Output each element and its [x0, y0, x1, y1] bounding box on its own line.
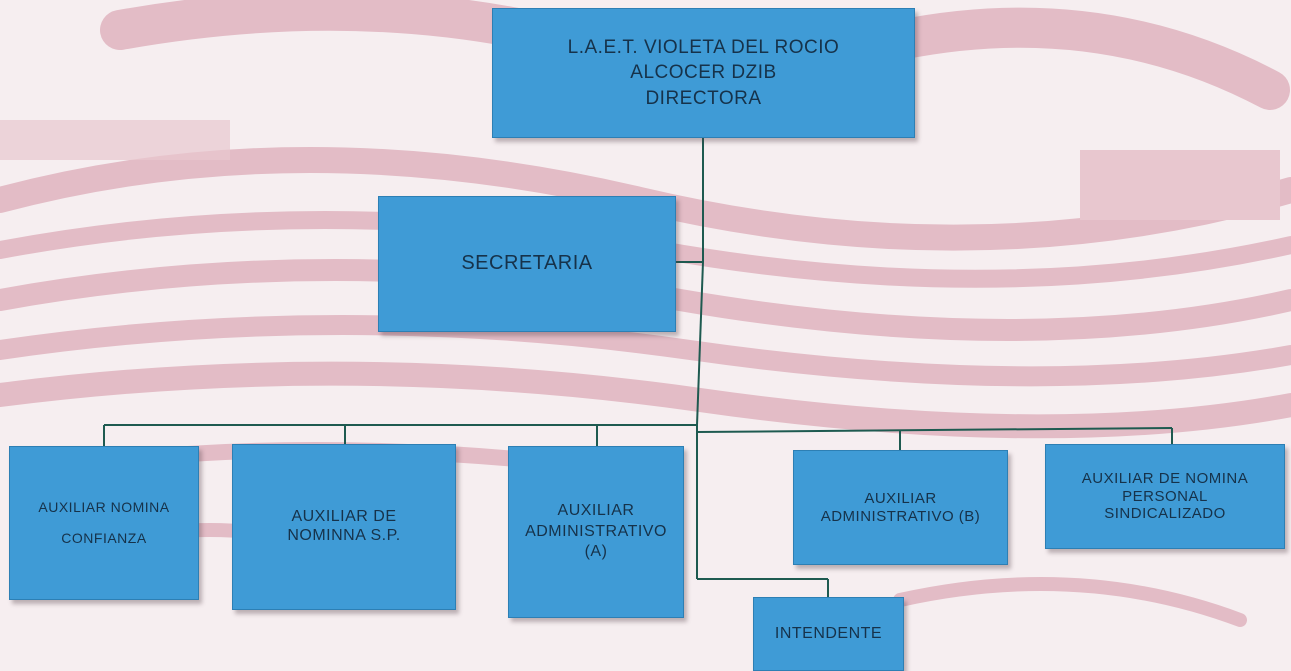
node-auxiliar-administrativo-b-label: AUXILIAR ADMINISTRATIVO (B) — [820, 489, 981, 525]
node-auxiliar-nomina-confianza: AUXILIAR NOMINA CONFIANZA — [9, 446, 199, 600]
node-directora: L.A.E.T. VIOLETA DEL ROCIO ALCOCER DZIB … — [492, 8, 915, 138]
node-directora-label: L.A.E.T. VIOLETA DEL ROCIO ALCOCER DZIB … — [567, 36, 840, 109]
node-auxiliar-nominna-sp-label: AUXILIAR DE NOMINNA S.P. — [287, 508, 401, 544]
node-auxiliar-nomina-sindicalizado: AUXILIAR DE NOMINA PERSONAL SINDICALIZAD… — [1045, 444, 1285, 549]
node-auxiliar-administrativo-b: AUXILIAR ADMINISTRATIVO (B) — [793, 450, 1008, 565]
connector-bus-right — [696, 427, 1173, 433]
node-secretaria: SECRETARIA — [378, 196, 676, 332]
node-auxiliar-nomina-confianza-label: AUXILIAR NOMINA CONFIANZA — [38, 499, 170, 546]
node-auxiliar-nominna-sp: AUXILIAR DE NOMINNA S.P. — [232, 444, 456, 610]
node-intendente-label: INTENDENTE — [774, 624, 883, 642]
node-auxiliar-administrativo-a-label: AUXILIAR ADMINISTRATIVO (A) — [525, 501, 667, 561]
node-auxiliar-nomina-sindicalizado-label: AUXILIAR DE NOMINA PERSONAL SINDICALIZAD… — [1081, 469, 1249, 523]
node-intendente: INTENDENTE — [753, 597, 904, 671]
node-auxiliar-administrativo-a: AUXILIAR ADMINISTRATIVO (A) — [508, 446, 684, 618]
connector-main-trunk — [696, 261, 704, 426]
node-secretaria-label: SECRETARIA — [461, 252, 593, 275]
